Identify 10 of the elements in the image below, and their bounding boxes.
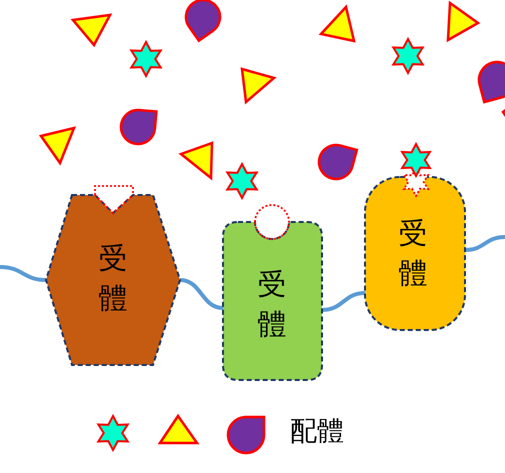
receptor-label: 受體 <box>98 240 128 317</box>
membrane-line <box>322 291 366 312</box>
receptor-label: 受體 <box>398 215 428 292</box>
hexagon-receptor <box>46 185 180 366</box>
membrane-line <box>180 278 224 310</box>
rounded-receptor <box>223 205 322 380</box>
legend-text: 配體 <box>290 415 344 449</box>
receptor-label: 受體 <box>256 266 288 343</box>
membrane-line <box>464 235 505 252</box>
membrane-line <box>0 265 46 282</box>
